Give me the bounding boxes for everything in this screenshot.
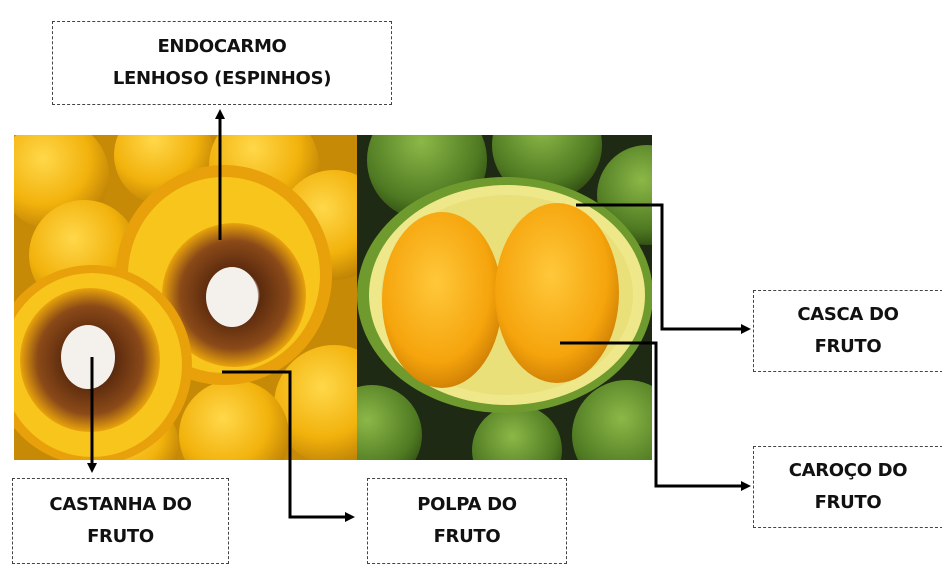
arrow-pulp <box>222 372 352 517</box>
label-pulp-line2: FRUTO <box>434 521 501 553</box>
label-husk-line1: CASCA DO <box>797 299 898 331</box>
label-pulp: POLPA DO FRUTO <box>367 478 567 564</box>
arrow-husk <box>576 205 748 329</box>
arrow-seed <box>560 343 748 486</box>
label-nut-line1: CASTANHA DO <box>49 489 191 521</box>
label-endocarp-line1: ENDOCARMO <box>157 31 286 63</box>
label-pulp-line1: POLPA DO <box>417 489 517 521</box>
label-husk-line2: FRUTO <box>815 331 882 363</box>
label-husk: CASCA DO FRUTO <box>753 290 942 372</box>
label-seed-line1: CAROÇO DO <box>789 455 908 487</box>
label-endocarp-line2: LENHOSO (ESPINHOS) <box>113 63 331 95</box>
label-nut-line2: FRUTO <box>87 521 154 553</box>
label-endocarp: ENDOCARMO LENHOSO (ESPINHOS) <box>52 21 392 105</box>
label-seed-line2: FRUTO <box>815 487 882 519</box>
label-nut: CASTANHA DO FRUTO <box>12 478 229 564</box>
label-seed: CAROÇO DO FRUTO <box>753 446 942 528</box>
